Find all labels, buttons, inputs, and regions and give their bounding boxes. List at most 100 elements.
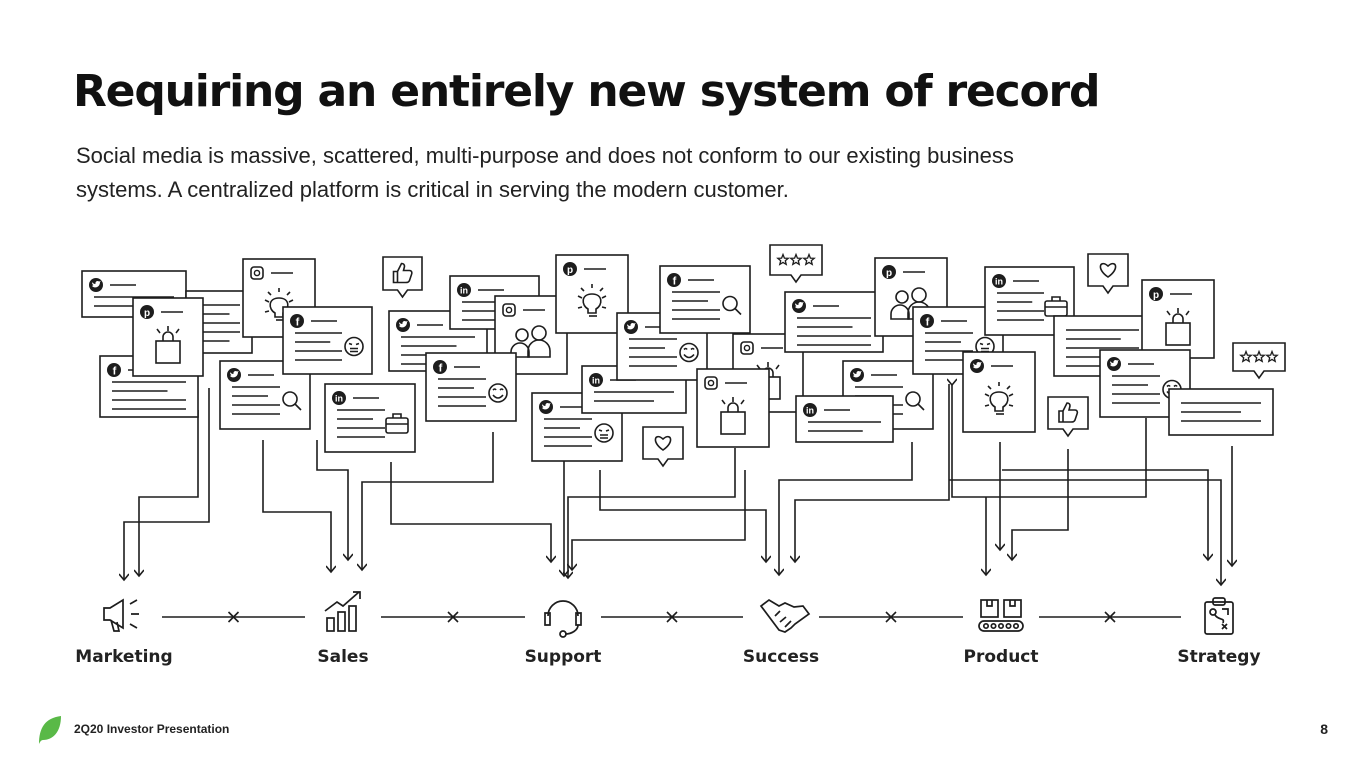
bag-icon bbox=[155, 326, 181, 364]
sprout-leaf-icon bbox=[39, 716, 61, 744]
twitter-icon bbox=[396, 318, 410, 332]
pinterest-icon: p bbox=[140, 305, 154, 319]
page-number: 8 bbox=[1320, 721, 1328, 737]
linkedin-icon: in bbox=[803, 403, 817, 417]
svg-text:f: f bbox=[673, 276, 677, 288]
stars-bubble-icon bbox=[1232, 342, 1286, 380]
connector-arrow bbox=[139, 410, 199, 576]
pinterest-icon: p bbox=[882, 265, 896, 279]
connector-separator bbox=[162, 611, 305, 623]
bag-icon bbox=[1165, 308, 1191, 346]
facebook-icon: f bbox=[433, 360, 447, 375]
category-label-product: Product bbox=[963, 647, 1039, 667]
stars-bubble-icon bbox=[769, 244, 823, 284]
twitter-icon bbox=[970, 359, 984, 373]
megaphone-icon bbox=[103, 598, 139, 632]
svg-text:f: f bbox=[439, 363, 443, 375]
instagram-icon bbox=[502, 303, 516, 317]
connector-arrow bbox=[779, 442, 913, 575]
social-post-card: p bbox=[132, 297, 204, 377]
smile-icon bbox=[488, 383, 508, 403]
twitter-icon bbox=[792, 299, 806, 313]
presentation-name: 2Q20 Investor Presentation bbox=[74, 722, 230, 736]
briefcase-icon bbox=[385, 413, 409, 434]
svg-text:in: in bbox=[460, 286, 468, 296]
meh-icon bbox=[344, 336, 364, 357]
social-post-card bbox=[962, 351, 1036, 433]
slide-subtitle: Social media is massive, scattered, mult… bbox=[76, 143, 1014, 202]
connector-arrow bbox=[1002, 469, 1208, 560]
department-row bbox=[103, 591, 1234, 638]
bulb-icon bbox=[577, 284, 607, 317]
clipboard-strategy-icon bbox=[1204, 597, 1234, 635]
social-post-card: p bbox=[555, 254, 629, 334]
instagram-icon bbox=[740, 341, 754, 355]
svg-text:in: in bbox=[592, 376, 600, 386]
connector-arrow bbox=[390, 462, 551, 562]
facebook-icon: f bbox=[290, 314, 304, 329]
connector-arrow bbox=[316, 440, 348, 560]
social-post-card: f bbox=[659, 265, 751, 334]
category-label-support: Support bbox=[524, 647, 602, 667]
category-label-success: Success bbox=[742, 647, 820, 667]
social-post-card bbox=[531, 392, 623, 462]
search-icon bbox=[282, 391, 302, 411]
search-icon bbox=[722, 295, 742, 316]
svg-text:f: f bbox=[296, 317, 300, 329]
connector-arrow bbox=[1012, 449, 1069, 560]
linkedin-icon: in bbox=[992, 274, 1006, 288]
linkedin-icon: in bbox=[457, 283, 471, 297]
connector-separator bbox=[819, 611, 963, 623]
conveyor-boxes-icon bbox=[978, 599, 1024, 632]
slide-title: Requiring an entirely new system of reco… bbox=[73, 66, 1101, 117]
connector-arrow bbox=[949, 479, 1221, 585]
social-post-card bbox=[696, 368, 770, 448]
facebook-icon: f bbox=[667, 273, 681, 288]
svg-text:in: in bbox=[335, 394, 343, 404]
category-label-sales: Sales bbox=[317, 647, 369, 667]
svg-text:p: p bbox=[567, 265, 573, 276]
twitter-icon bbox=[227, 368, 241, 382]
connector-separator bbox=[381, 611, 525, 623]
connector-arrow bbox=[124, 388, 210, 580]
twitter-icon bbox=[1107, 357, 1121, 371]
bulb-icon bbox=[984, 382, 1014, 415]
svg-text:in: in bbox=[995, 277, 1003, 287]
pinterest-icon: p bbox=[563, 262, 577, 276]
connector-arrow bbox=[568, 448, 736, 578]
connector-arrow bbox=[262, 440, 331, 572]
connector-arrow bbox=[362, 432, 494, 570]
thumb-bubble-icon bbox=[382, 256, 423, 299]
social-post-card bbox=[1099, 349, 1191, 418]
social-post-card: f bbox=[425, 352, 517, 422]
instagram-icon bbox=[250, 266, 264, 280]
smile-icon bbox=[679, 342, 699, 363]
connector-separator bbox=[601, 611, 743, 623]
connector-lines bbox=[124, 384, 1232, 585]
reaction-bubbles bbox=[382, 244, 1286, 468]
social-post-card bbox=[1168, 388, 1274, 436]
social-post-card: in bbox=[795, 395, 894, 443]
svg-text:p: p bbox=[1153, 290, 1159, 301]
social-post-card bbox=[784, 291, 884, 353]
thumb-bubble-icon bbox=[1047, 396, 1089, 438]
twitter-icon bbox=[624, 320, 638, 334]
connector-arrow bbox=[952, 385, 1147, 498]
headset-icon bbox=[544, 600, 582, 638]
facebook-icon: f bbox=[920, 314, 934, 329]
category-label-strategy: Strategy bbox=[1177, 647, 1261, 667]
people-icon bbox=[510, 325, 551, 358]
handshake-icon bbox=[759, 598, 811, 633]
bag-icon bbox=[720, 397, 746, 435]
social-post-card: f bbox=[282, 306, 373, 375]
social-post-card: p bbox=[1141, 279, 1215, 359]
svg-text:p: p bbox=[886, 268, 892, 279]
connector-separator bbox=[1039, 611, 1181, 623]
connector-arrow bbox=[599, 470, 766, 562]
linkedin-icon: in bbox=[589, 373, 603, 387]
twitter-icon bbox=[539, 400, 553, 414]
social-post-card: in bbox=[324, 383, 416, 453]
svg-text:f: f bbox=[926, 317, 930, 329]
